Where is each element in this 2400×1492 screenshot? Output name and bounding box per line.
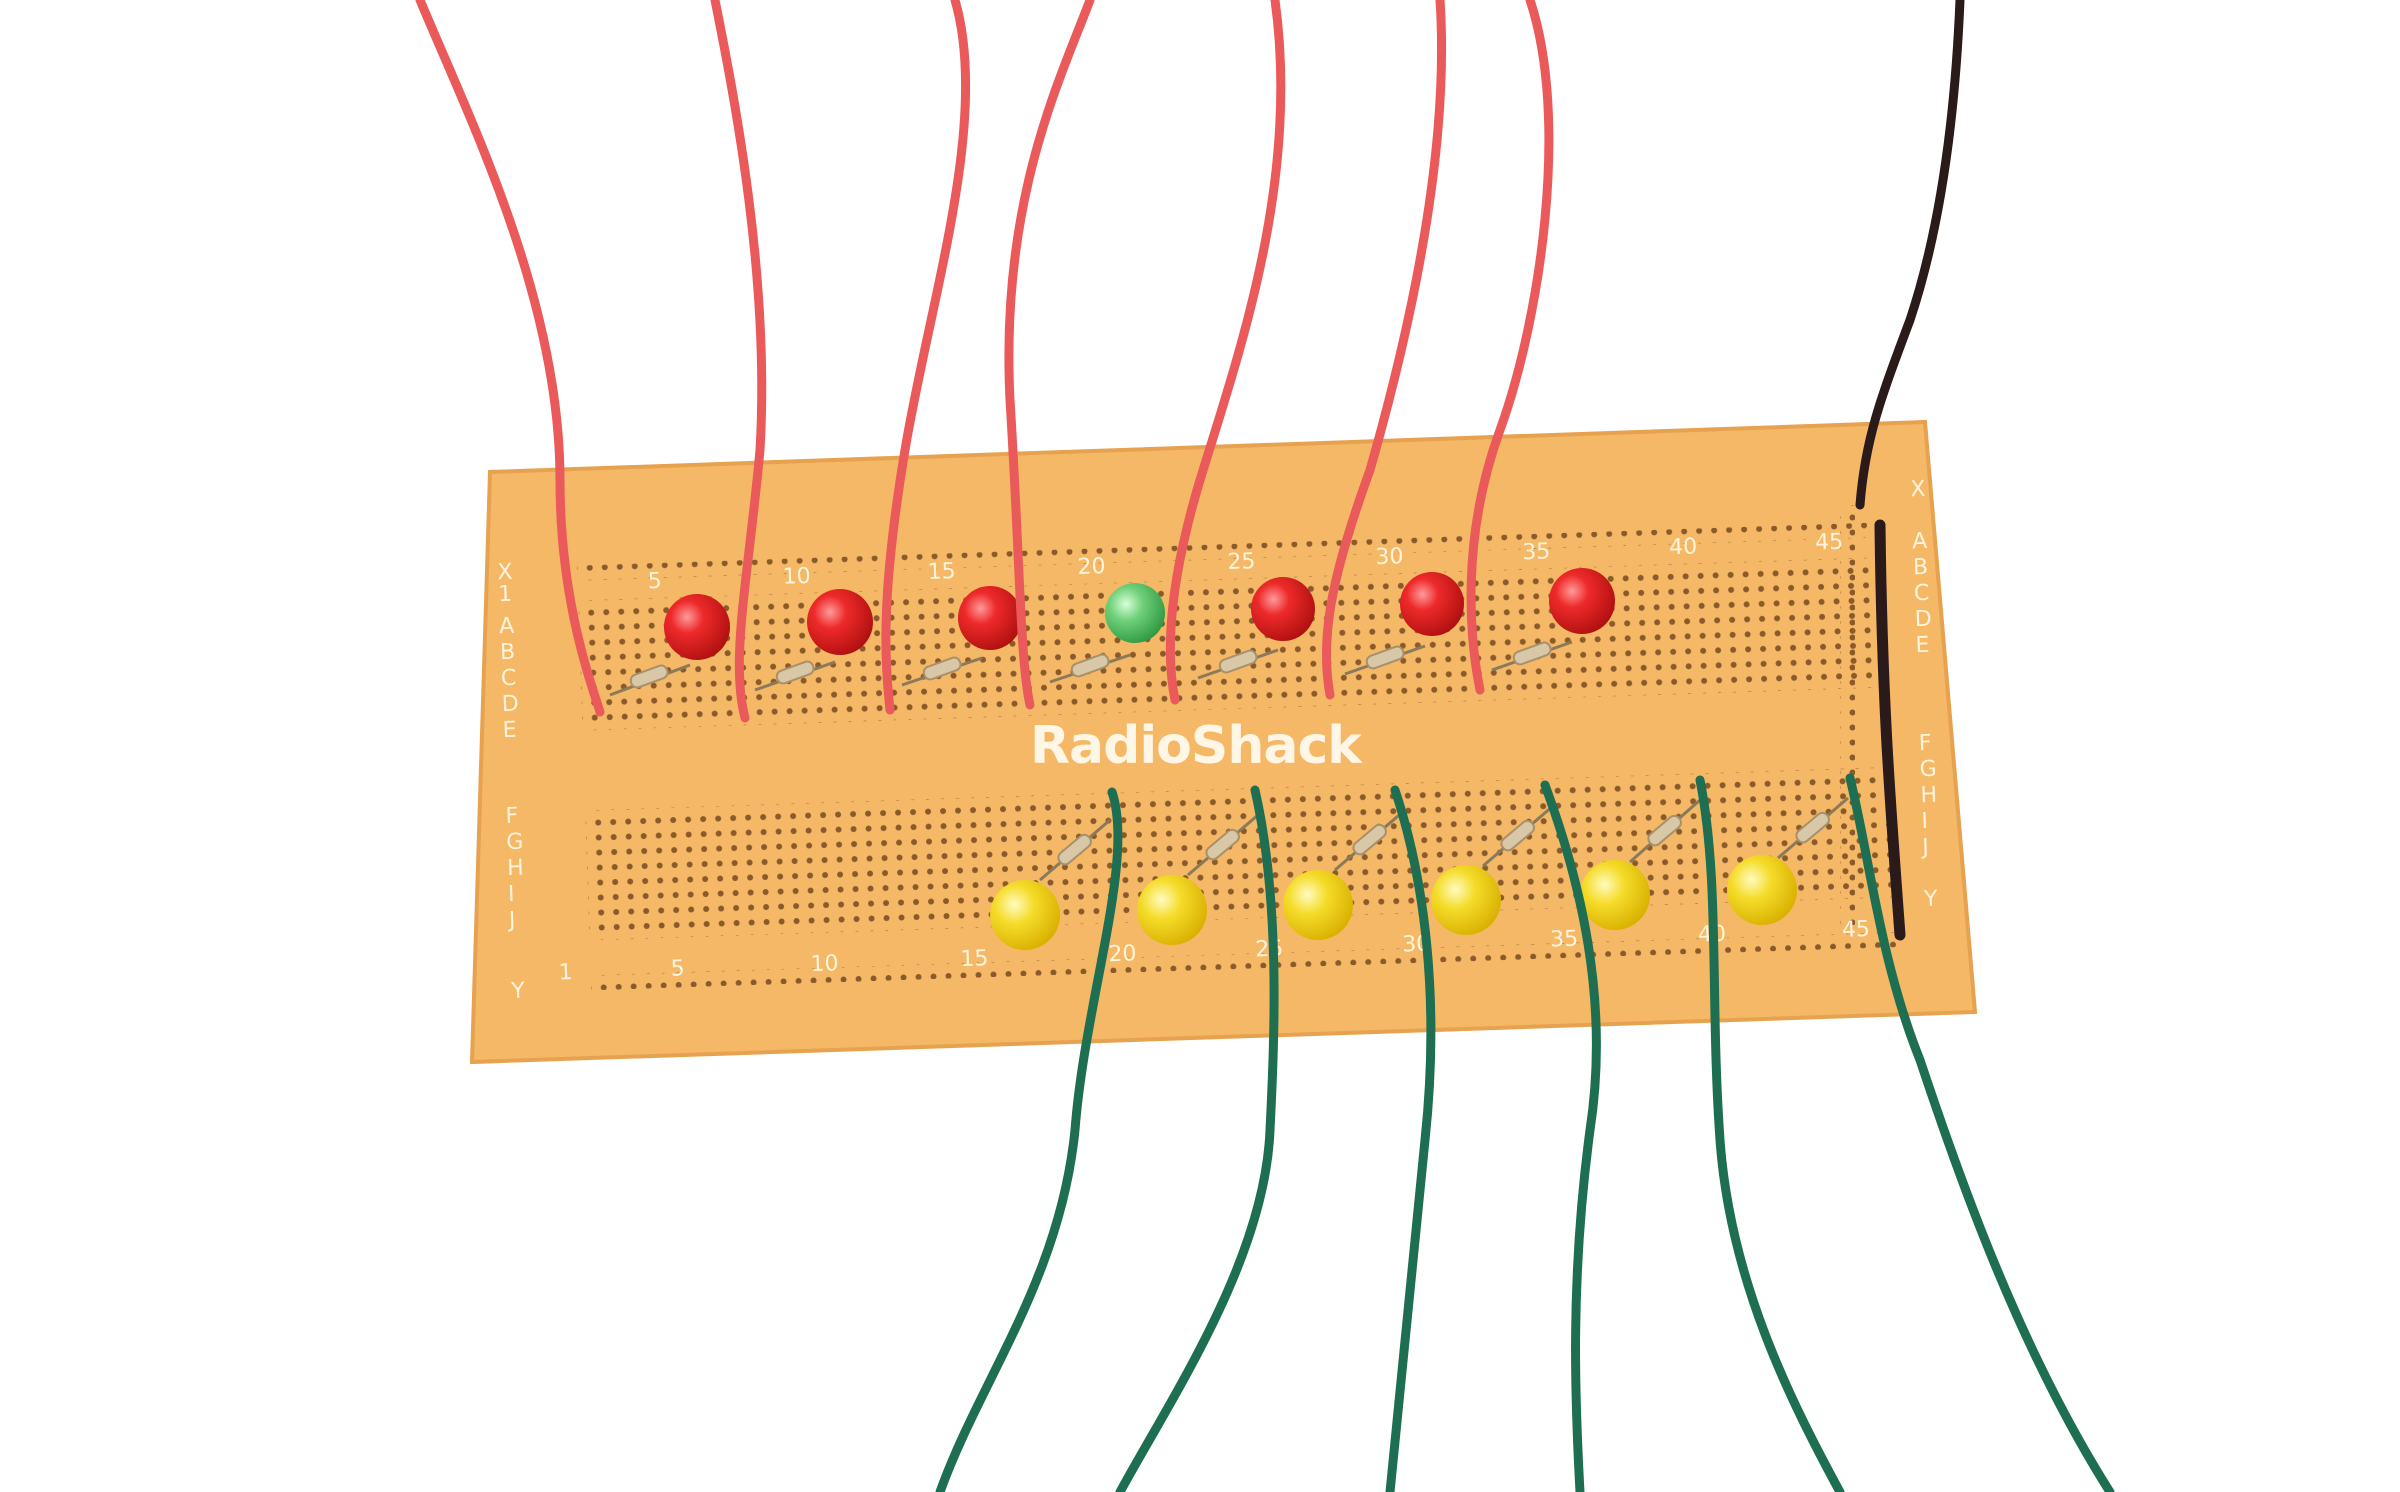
- col-num-10: 10: [782, 564, 811, 590]
- col-num-b10: 10: [810, 951, 839, 977]
- row-label-i: I: [508, 882, 515, 907]
- right-label-i: I: [1921, 809, 1928, 834]
- row-label-a: A: [499, 614, 515, 639]
- col-num-b15: 15: [960, 946, 989, 972]
- col-num-b35: 35: [1550, 927, 1579, 953]
- led-yellow: [990, 880, 1060, 950]
- led-red: [958, 586, 1022, 650]
- col-num-b45: 45: [1842, 917, 1871, 943]
- right-label-c: C: [1913, 581, 1929, 606]
- led-red: [1549, 568, 1615, 634]
- led-red: [664, 594, 730, 660]
- led-yellow: [1580, 860, 1650, 930]
- led-green: [1105, 583, 1165, 643]
- row-label-b: B: [500, 640, 516, 665]
- row-label-j: J: [507, 908, 516, 933]
- col-num-b1: 1: [558, 960, 573, 985]
- right-label-b: B: [1913, 555, 1929, 580]
- row-label-h: H: [507, 856, 524, 882]
- led-yellow: [1727, 855, 1797, 925]
- row-label-e: E: [502, 718, 517, 743]
- col-num-25: 25: [1227, 549, 1256, 575]
- col-num-40: 40: [1669, 534, 1698, 560]
- right-label-g: G: [1919, 757, 1937, 783]
- row-label-c: C: [500, 666, 516, 691]
- col-num-35: 35: [1522, 539, 1551, 565]
- col-num-30: 30: [1375, 544, 1404, 570]
- right-label-h: H: [1920, 783, 1937, 809]
- right-label-e: E: [1915, 633, 1930, 658]
- top-resistor-bodies: [629, 641, 1552, 689]
- col-num-15: 15: [927, 559, 956, 585]
- right-label-x: X: [1910, 477, 1926, 502]
- row-label-x-top: X: [497, 560, 513, 585]
- col-num-45: 45: [1815, 530, 1844, 556]
- bottom-leds: [990, 855, 1797, 950]
- col-num-b5: 5: [670, 956, 685, 981]
- led-red: [807, 589, 873, 655]
- col-num-5: 5: [647, 569, 662, 594]
- row-label-g: G: [506, 830, 524, 856]
- green-wires: [935, 773, 2115, 1492]
- black-wire: [1855, 0, 1965, 941]
- right-label-j: J: [1920, 835, 1929, 860]
- top-leds: [664, 568, 1615, 660]
- row-label-d: D: [501, 692, 519, 718]
- bottom-resistor-bodies: [1057, 811, 1830, 866]
- right-label-a: A: [1912, 529, 1928, 554]
- right-label-y: Y: [1923, 887, 1939, 912]
- row-label-1: 1: [498, 582, 513, 607]
- row-label-f: F: [505, 804, 518, 829]
- row-label-y: Y: [510, 979, 526, 1004]
- board-brand-logo: RadioShack: [1030, 716, 1362, 776]
- right-label-f: F: [1918, 731, 1931, 756]
- right-label-d: D: [1914, 607, 1932, 633]
- led-red: [1400, 572, 1464, 636]
- col-num-20: 20: [1077, 554, 1106, 580]
- led-yellow: [1431, 865, 1501, 935]
- silkscreen: X 1 A B C D E F G H I J Y 5 10 15 20 25 …: [497, 477, 1939, 1004]
- right-rail-holes: [1840, 505, 1855, 925]
- led-red: [1251, 577, 1315, 641]
- led-yellow: [1137, 875, 1207, 945]
- col-num-b20: 20: [1108, 941, 1137, 967]
- red-wires: [415, 0, 1554, 723]
- led-yellow: [1283, 870, 1353, 940]
